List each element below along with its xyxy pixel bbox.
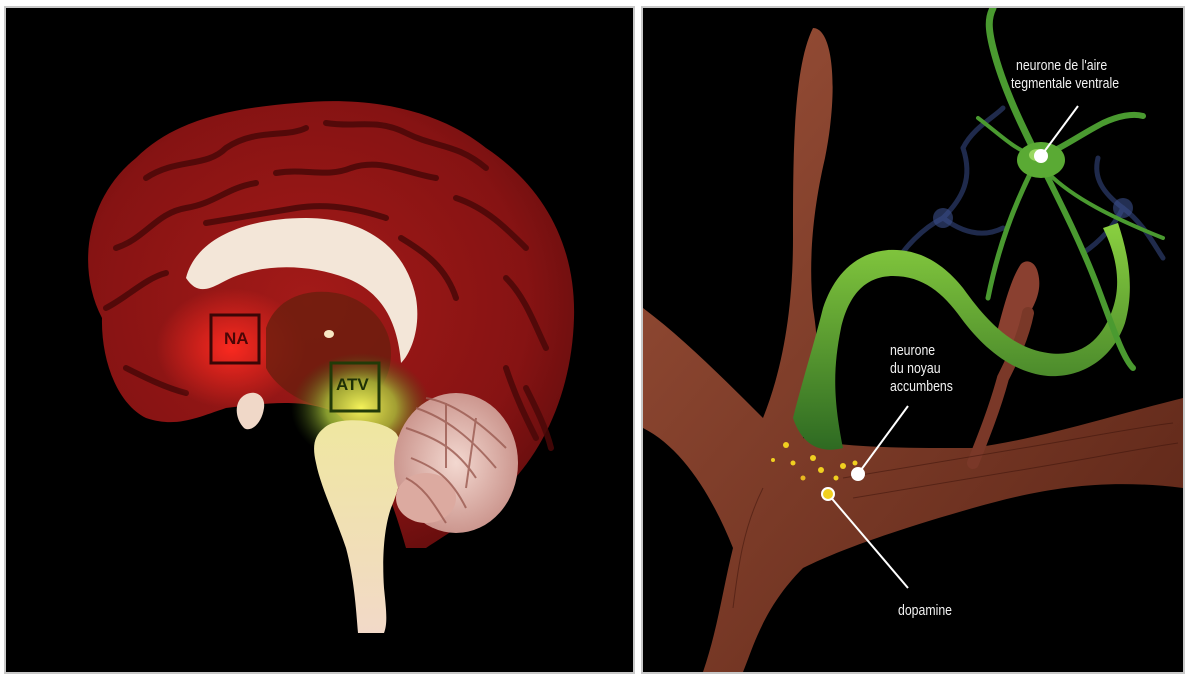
label-vta-neuron-line1: neurone de l'aire <box>1016 57 1107 74</box>
label-accumbens-line2: du noyau <box>890 360 941 377</box>
na-region-label: NA <box>224 329 249 349</box>
cerebellum <box>394 393 518 533</box>
label-vta-neuron-line2: tegmentale ventrale <box>1011 75 1119 92</box>
atv-region-label: ATV <box>336 375 369 395</box>
anterior-structure <box>237 393 264 430</box>
thalamus-highlight-dot <box>324 330 334 338</box>
neurons-illustration <box>643 8 1183 672</box>
neuron-illustration-panel: neurone de l'aire tegmentale ventrale ne… <box>641 6 1185 674</box>
blue-neuron-body <box>933 208 953 228</box>
brain-sagittal-illustration <box>6 8 633 672</box>
label-dopamine: dopamine <box>898 602 952 619</box>
label-accumbens-line3: accumbens <box>890 378 953 395</box>
brain-illustration-panel: NA ATV <box>4 6 635 674</box>
brainstem <box>314 420 402 633</box>
label-accumbens-line1: neurone <box>890 342 935 359</box>
blue-neuron-body <box>1113 198 1133 218</box>
